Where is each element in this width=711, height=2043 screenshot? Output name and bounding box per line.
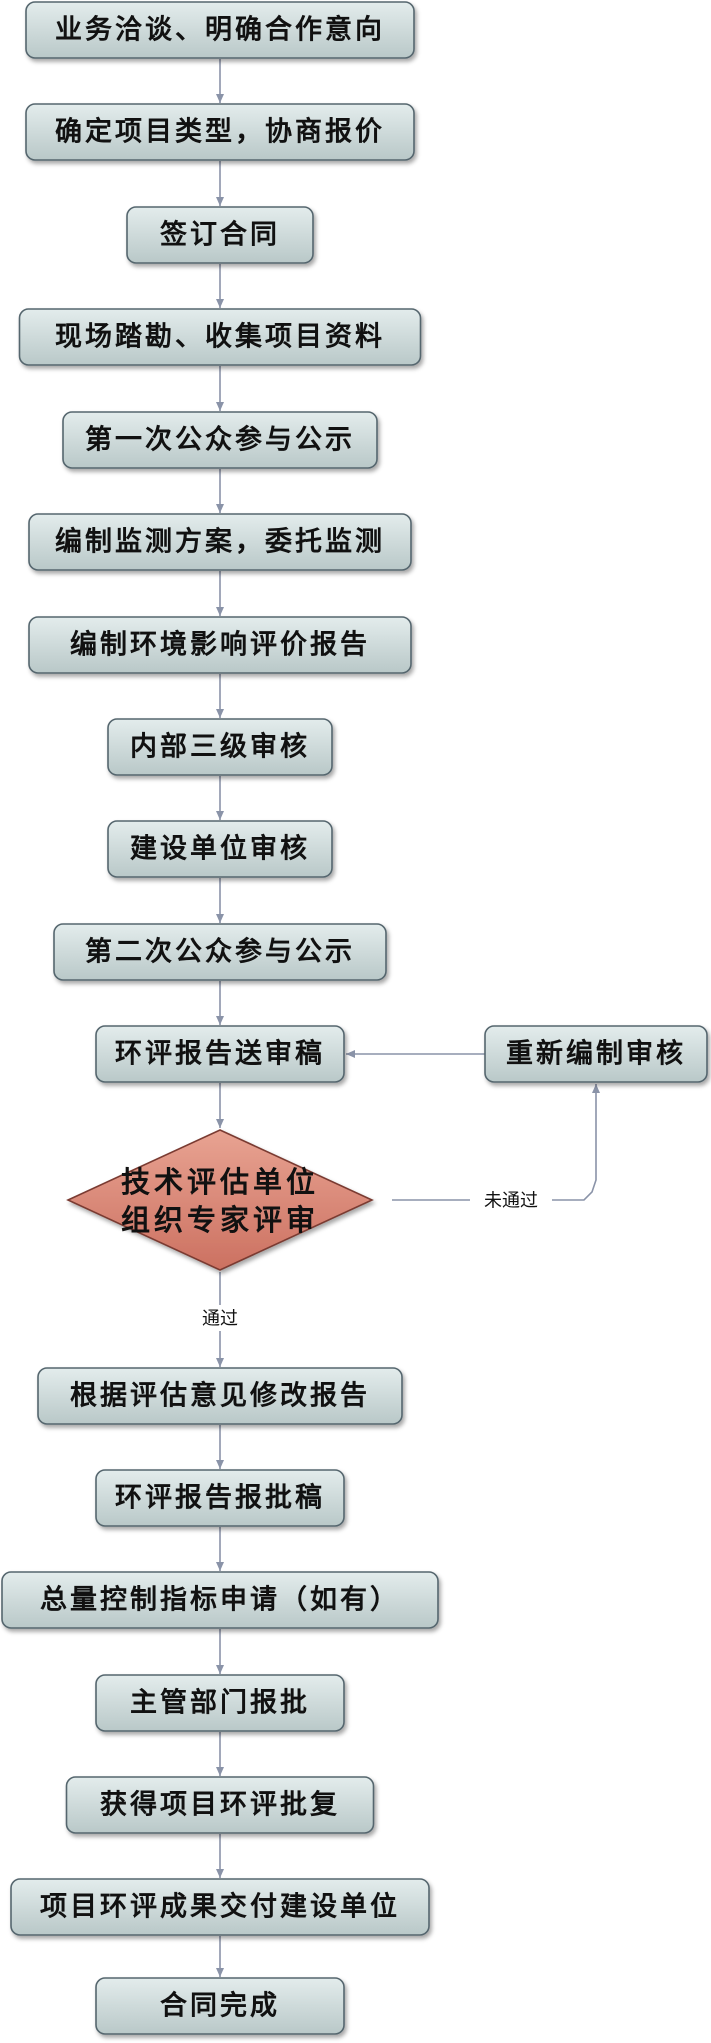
revise-box: 重新编制审核 bbox=[484, 1025, 708, 1083]
decision-label-2: 组织专家评审 bbox=[121, 1203, 319, 1237]
step-box-1-shape bbox=[25, 1, 415, 59]
step-box-6-label: 编制监测方案，委托监测 bbox=[55, 526, 385, 558]
step-box-10-shape bbox=[53, 923, 387, 981]
after-step-box-7-label: 合同完成 bbox=[160, 1990, 280, 2022]
revise-box-shape bbox=[484, 1025, 708, 1083]
fail-label: 未通过 bbox=[484, 1191, 538, 1212]
after-step-box-2-shape bbox=[95, 1469, 345, 1527]
fail-label-bg bbox=[470, 1186, 552, 1214]
step-box-9: 建设单位审核 bbox=[107, 820, 333, 878]
step-box-3: 签订合同 bbox=[126, 206, 314, 264]
after-step-box-6-shape bbox=[10, 1878, 430, 1936]
step-box-9-label: 建设单位审核 bbox=[130, 833, 310, 865]
step-box-10: 第二次公众参与公示 bbox=[53, 923, 387, 981]
step-box-4-label: 现场踏勘、收集项目资料 bbox=[55, 321, 385, 353]
step-box-11: 环评报告送审稿 bbox=[95, 1025, 345, 1083]
after-step-box-5-shape bbox=[65, 1776, 375, 1834]
decision-label-1: 技术评估单位 bbox=[121, 1165, 319, 1199]
step-box-11-shape bbox=[95, 1025, 345, 1083]
after-step-box-1-label: 根据评估意见修改报告 bbox=[70, 1380, 370, 1412]
step-box-3-label: 签订合同 bbox=[160, 219, 280, 251]
step-box-5-label: 第一次公众参与公示 bbox=[85, 424, 355, 456]
step-box-6-shape bbox=[28, 513, 412, 571]
step-box-7-label: 编制环境影响评价报告 bbox=[70, 629, 370, 661]
step-box-9-shape bbox=[107, 820, 333, 878]
pass-label-bg bbox=[190, 1305, 250, 1331]
after-step-box-5-label: 获得项目环评批复 bbox=[100, 1790, 340, 1821]
after-step-box-1-shape bbox=[37, 1367, 403, 1425]
after-step-box-4-label: 主管部门报批 bbox=[130, 1687, 310, 1719]
decision-diamond-shape bbox=[66, 1129, 374, 1271]
step-box-1: 业务洽谈、明确合作意向 bbox=[25, 1, 415, 59]
step-box-11-label: 环评报告送审稿 bbox=[115, 1038, 325, 1070]
after-step-box-3-shape bbox=[1, 1571, 439, 1629]
after-step-box-6-label: 项目环评成果交付建设单位 bbox=[40, 1891, 400, 1923]
after-step-box-7: 合同完成 bbox=[95, 1977, 345, 2035]
step-box-8-label: 内部三级审核 bbox=[130, 731, 310, 763]
step-box-1-label: 业务洽谈、明确合作意向 bbox=[55, 14, 385, 46]
step-box-5: 第一次公众参与公示 bbox=[62, 411, 378, 469]
after-step-box-6: 项目环评成果交付建设单位 bbox=[10, 1878, 430, 1936]
pass-label: 通过 bbox=[202, 1309, 238, 1330]
step-box-8-shape bbox=[107, 718, 333, 776]
after-step-box-4: 主管部门报批 bbox=[95, 1674, 345, 1732]
step-box-3-shape bbox=[126, 206, 314, 264]
after-step-box-4-shape bbox=[95, 1674, 345, 1732]
step-box-2: 确定项目类型，协商报价 bbox=[25, 103, 415, 161]
step-box-7: 编制环境影响评价报告 bbox=[28, 616, 412, 674]
after-step-box-7-shape bbox=[95, 1977, 345, 2035]
step-box-10-label: 第二次公众参与公示 bbox=[85, 936, 355, 968]
step-box-7-shape bbox=[28, 616, 412, 674]
step-box-8: 内部三级审核 bbox=[107, 718, 333, 776]
after-step-box-3: 总量控制指标申请（如有） bbox=[1, 1571, 439, 1629]
connector-fail bbox=[392, 1084, 600, 1201]
step-box-6: 编制监测方案，委托监测 bbox=[28, 513, 412, 571]
after-step-box-1: 根据评估意见修改报告 bbox=[37, 1367, 403, 1425]
step-box-4-shape bbox=[18, 308, 422, 366]
step-box-2-shape bbox=[25, 103, 415, 161]
after-step-box-2-label: 环评报告报批稿 bbox=[115, 1482, 325, 1514]
after-step-box-3-label: 总量控制指标申请（如有） bbox=[40, 1585, 400, 1616]
step-box-5-shape bbox=[62, 411, 378, 469]
step-box-2-label: 确定项目类型，协商报价 bbox=[55, 116, 385, 148]
after-step-box-5: 获得项目环评批复 bbox=[65, 1776, 375, 1834]
after-step-box-2: 环评报告报批稿 bbox=[95, 1469, 345, 1527]
revise-box-label: 重新编制审核 bbox=[506, 1038, 686, 1070]
step-box-4: 现场踏勘、收集项目资料 bbox=[18, 308, 422, 366]
